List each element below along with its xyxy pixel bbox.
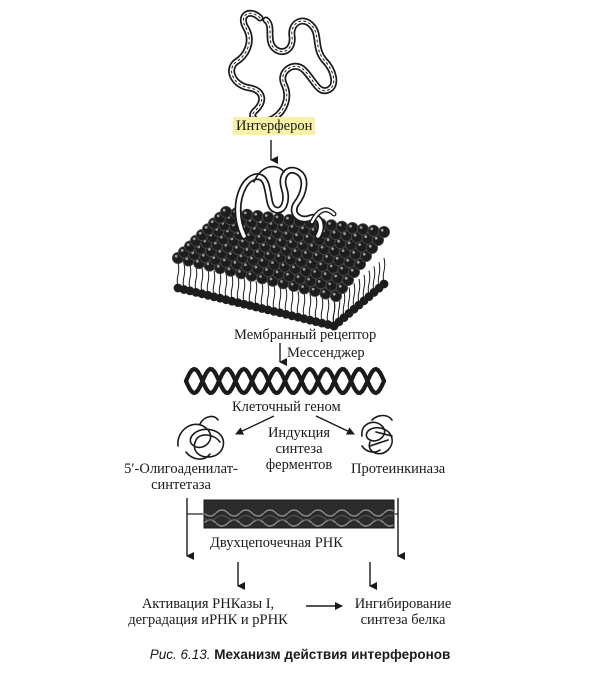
figure-ref: Рис. 6.13. <box>149 647 211 662</box>
cell-membrane-icon <box>171 205 390 331</box>
dsrna-label: Двухцепочечная РНК <box>210 535 343 551</box>
induction-line-2: синтеза <box>275 441 323 457</box>
oligoadenylate-synthetase-icon <box>177 415 225 460</box>
cell-genome-label: Клеточный геном <box>232 399 341 415</box>
arrow-genome-to-oligoadenylate <box>235 415 275 435</box>
inhibition-line-2: синтеза белка <box>360 612 446 628</box>
rnase-line-1: Активация РНКазы I, <box>141 596 275 612</box>
dna-helix-icon <box>183 366 387 396</box>
protein-inhibition-label: Ингибирование синтеза белка <box>340 596 466 628</box>
interferon-label-text: Интерферон <box>236 118 313 134</box>
protein-kinase-icon <box>361 414 393 455</box>
inhibition-line-1: Ингибирование <box>354 596 452 612</box>
membrane-receptor-icon <box>234 165 337 240</box>
induction-line-3: ферментов <box>265 457 333 473</box>
rnase-line-2: деградация иРНК и рРНК <box>128 612 288 628</box>
oligoadenylate-line-2: синтетаза <box>151 477 211 493</box>
arrow-genome-to-protein-kinase <box>315 415 355 435</box>
interferon-molecule-icon <box>228 9 338 125</box>
membrane-receptor-label: Мембранный рецептор <box>234 327 377 343</box>
figure-caption: Рис. 6.13. Механизм действия интерфероно… <box>0 647 600 662</box>
rnase-activation-label: Активация РНКазы I, деградация иРНК и рР… <box>110 596 306 628</box>
figure-title: Механизм действия интерферонов <box>214 647 451 662</box>
dsrna-band-icon <box>203 499 395 529</box>
induction-label: Индукция синтеза ферментов <box>246 425 352 473</box>
protein-kinase-label: Протеинкиназа <box>351 461 446 477</box>
oligoadenylate-line-1: 5′-Олигоаденилат- <box>124 461 238 477</box>
induction-line-1: Индукция <box>267 425 331 441</box>
interferon-label: Интерферон <box>233 117 316 135</box>
messenger-label: Мессенджер <box>287 345 365 361</box>
oligoadenylate-label: 5′-Олигоаденилат- синтетаза <box>106 461 256 493</box>
